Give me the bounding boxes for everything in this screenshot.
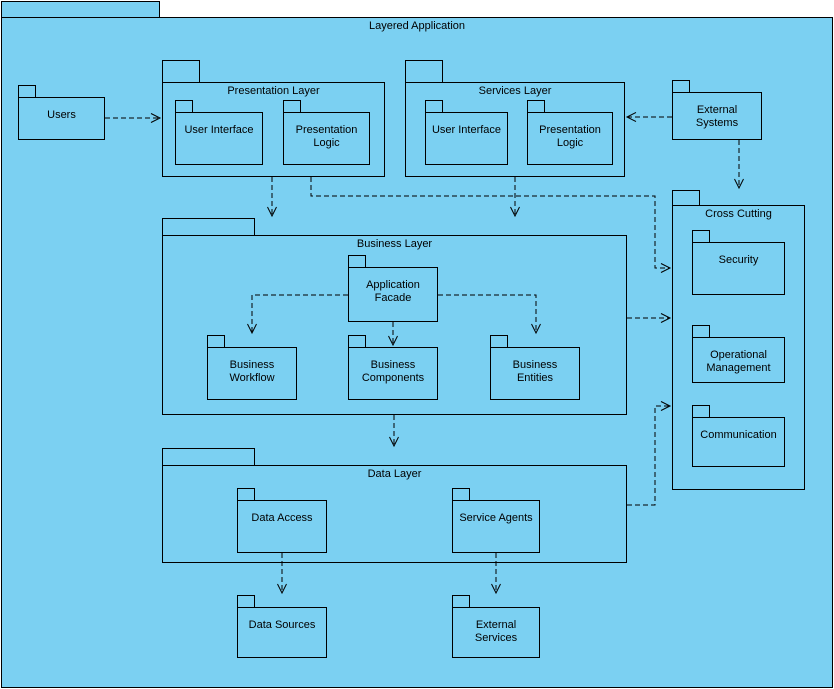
business-entities-label: Business Entities <box>512 359 558 384</box>
external-systems-package-tab[interactable] <box>672 80 690 92</box>
business-workflow-package[interactable]: Business Workflow <box>207 347 297 400</box>
business-components-package-tab[interactable] <box>348 335 366 347</box>
presentation-layer-label: Presentation Layer <box>227 85 320 97</box>
operational-management-label: Operational Management <box>706 349 771 374</box>
business-entities-package-tab[interactable] <box>490 335 508 347</box>
operational-management-package-tab[interactable] <box>692 325 710 337</box>
application-facade-package[interactable]: Application Facade <box>348 267 438 322</box>
application-facade-label: Application Facade <box>366 279 420 304</box>
services-layer-label: Services Layer <box>478 85 552 97</box>
application-facade-to-business-workflow-connector[interactable] <box>247 294 349 335</box>
business-layer-label: Business Layer <box>356 238 433 250</box>
external-systems-label: External Systems <box>695 104 739 129</box>
security-package-tab[interactable] <box>692 230 710 242</box>
services-presentation-logic-label: Presentation Logic <box>539 124 601 149</box>
external-services-label: External Services <box>474 619 518 644</box>
communication-label: Communication <box>700 429 777 441</box>
business-layer-to-data-layer-connector[interactable] <box>389 415 399 448</box>
data-access-label: Data Access <box>251 512 313 524</box>
external-systems-package[interactable]: External Systems <box>672 92 762 140</box>
data-access-package-tab[interactable] <box>237 488 255 500</box>
security-label: Security <box>718 254 759 266</box>
business-components-label: Business Components <box>361 359 425 384</box>
presentation-logic-package-tab[interactable] <box>283 100 301 112</box>
external-services-package-tab[interactable] <box>452 595 470 607</box>
application-facade-to-business-components-connector[interactable] <box>388 322 398 347</box>
users-package-tab[interactable] <box>18 85 36 97</box>
cross-cutting-package-tab[interactable] <box>672 190 700 205</box>
business-entities-package[interactable]: Business Entities <box>490 347 580 400</box>
data-access-to-data-sources-connector[interactable] <box>277 553 287 595</box>
service-agents-package[interactable]: Service Agents <box>452 500 540 553</box>
data-layer-label: Data Layer <box>367 468 422 480</box>
data-layer-package-tab[interactable] <box>162 448 255 465</box>
presentation-logic-package[interactable]: Presentation Logic <box>283 112 370 165</box>
users-label: Users <box>47 109 76 121</box>
service-agents-to-external-services-connector[interactable] <box>491 553 501 595</box>
services-user-interface-package-tab[interactable] <box>425 100 443 112</box>
services-presentation-logic-package-tab[interactable] <box>527 100 545 112</box>
users-to-presentation-layer-connector[interactable] <box>105 113 162 123</box>
service-agents-label: Service Agents <box>459 512 533 524</box>
services-layer-to-business-layer-connector[interactable] <box>510 177 520 218</box>
business-layer-to-cross-cutting-connector[interactable] <box>627 313 672 323</box>
data-layer-to-cross-cutting-connector[interactable] <box>627 401 672 506</box>
communication-package-tab[interactable] <box>692 405 710 417</box>
external-systems-to-cross-cutting-connector[interactable] <box>734 140 744 190</box>
external-services-package[interactable]: External Services <box>452 607 540 658</box>
business-layer-package-tab[interactable] <box>162 218 255 235</box>
data-sources-package-tab[interactable] <box>237 595 255 607</box>
service-agents-package-tab[interactable] <box>452 488 470 500</box>
application-facade-package-tab[interactable] <box>348 255 366 267</box>
presentation-to-cross-cutting-connector[interactable] <box>310 177 672 273</box>
presentation-user-interface-package[interactable]: User Interface <box>175 112 263 165</box>
presentation-layer-to-business-layer-connector[interactable] <box>267 177 277 218</box>
presentation-user-interface-package-tab[interactable] <box>175 100 193 112</box>
layered-application-package-tab[interactable] <box>1 1 160 17</box>
application-facade-to-business-entities-connector[interactable] <box>438 294 541 335</box>
data-access-package[interactable]: Data Access <box>237 500 327 553</box>
data-sources-label: Data Sources <box>248 619 316 631</box>
services-presentation-logic-package[interactable]: Presentation Logic <box>527 112 613 165</box>
data-sources-package[interactable]: Data Sources <box>237 607 327 658</box>
presentation-logic-label: Presentation Logic <box>295 124 358 149</box>
security-package[interactable]: Security <box>692 242 785 295</box>
business-components-package[interactable]: Business Components <box>348 347 438 400</box>
presentation-layer-package-tab[interactable] <box>162 60 200 82</box>
business-workflow-package-tab[interactable] <box>207 335 225 347</box>
communication-package[interactable]: Communication <box>692 417 785 467</box>
services-user-interface-package[interactable]: User Interface <box>425 112 508 165</box>
services-user-interface-label: User Interface <box>431 124 502 136</box>
users-package[interactable]: Users <box>18 97 105 140</box>
diagram-title: Layered Application <box>368 20 465 32</box>
presentation-user-interface-label: User Interface <box>184 124 254 136</box>
business-workflow-label: Business Workflow <box>229 359 275 384</box>
cross-cutting-label: Cross Cutting <box>705 208 772 220</box>
operational-management-package[interactable]: Operational Management <box>692 337 785 383</box>
services-layer-package-tab[interactable] <box>405 60 443 82</box>
external-systems-to-services-layer-connector[interactable] <box>625 112 672 122</box>
